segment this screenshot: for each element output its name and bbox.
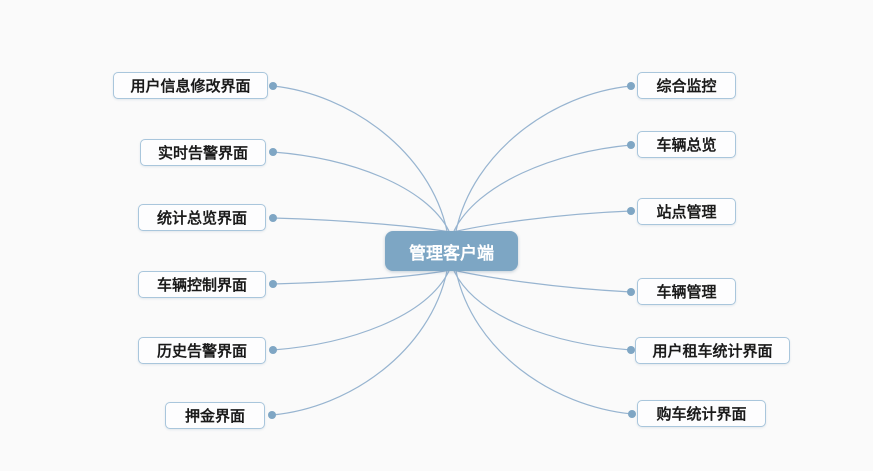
connector-line bbox=[271, 270, 448, 416]
connector-dot bbox=[269, 148, 277, 156]
node-user-info-edit-screen[interactable]: 用户信息修改界面 bbox=[113, 72, 268, 99]
node-label: 综合监控 bbox=[656, 77, 717, 95]
connector-dot bbox=[627, 288, 635, 296]
node-station-management[interactable]: 站点管理 bbox=[637, 198, 736, 225]
node-label: 车辆控制界面 bbox=[156, 276, 247, 294]
connector-line bbox=[453, 270, 632, 351]
node-label: 站点管理 bbox=[656, 203, 717, 221]
node-label: 车辆管理 bbox=[656, 283, 717, 301]
node-label: 统计总览界面 bbox=[156, 209, 247, 227]
connector-dot bbox=[268, 411, 276, 419]
connector-line bbox=[272, 85, 448, 232]
connector-line bbox=[455, 270, 633, 415]
connector-dot bbox=[627, 207, 635, 215]
connector-line bbox=[455, 85, 632, 232]
node-vehicle-control-screen[interactable]: 车辆控制界面 bbox=[138, 271, 266, 298]
node-management-client-root[interactable]: 管理客户端 bbox=[385, 231, 518, 271]
node-label: 历史告警界面 bbox=[156, 342, 247, 360]
node-label: 用户信息修改界面 bbox=[130, 77, 251, 95]
node-label: 押金界面 bbox=[184, 407, 245, 425]
connector-dot bbox=[627, 141, 635, 149]
node-integrated-monitoring[interactable]: 综合监控 bbox=[637, 72, 736, 99]
node-deposit-screen[interactable]: 押金界面 bbox=[165, 402, 265, 429]
connector-line bbox=[272, 151, 450, 232]
connector-line bbox=[452, 210, 632, 233]
node-label: 管理客户端 bbox=[409, 243, 494, 264]
connector-line bbox=[453, 144, 632, 232]
node-user-rental-statistics-screen[interactable]: 用户租车统计界面 bbox=[635, 337, 790, 364]
node-purchase-statistics-screen[interactable]: 购车统计界面 bbox=[637, 400, 766, 427]
node-label: 车辆总览 bbox=[656, 136, 717, 154]
connector-line bbox=[272, 217, 451, 233]
connector-dot bbox=[269, 346, 277, 354]
connector-line bbox=[452, 269, 632, 293]
connector-dot bbox=[269, 280, 277, 288]
node-history-alarm-screen[interactable]: 历史告警界面 bbox=[138, 337, 266, 364]
connector-dot bbox=[627, 346, 635, 354]
connector-dot bbox=[269, 214, 277, 222]
node-vehicle-overview[interactable]: 车辆总览 bbox=[637, 131, 736, 158]
node-vehicle-management[interactable]: 车辆管理 bbox=[637, 278, 736, 305]
node-label: 购车统计界面 bbox=[656, 405, 747, 423]
node-label: 实时告警界面 bbox=[157, 144, 248, 162]
connector-dot bbox=[628, 410, 636, 418]
connector-dot bbox=[269, 82, 277, 90]
node-statistics-overview-screen[interactable]: 统计总览界面 bbox=[138, 204, 266, 231]
connector-dot bbox=[627, 82, 635, 90]
connector-line bbox=[272, 270, 450, 351]
node-label: 用户租车统计界面 bbox=[652, 342, 773, 360]
connector-line bbox=[272, 269, 451, 285]
node-realtime-alarm-screen[interactable]: 实时告警界面 bbox=[140, 139, 266, 166]
